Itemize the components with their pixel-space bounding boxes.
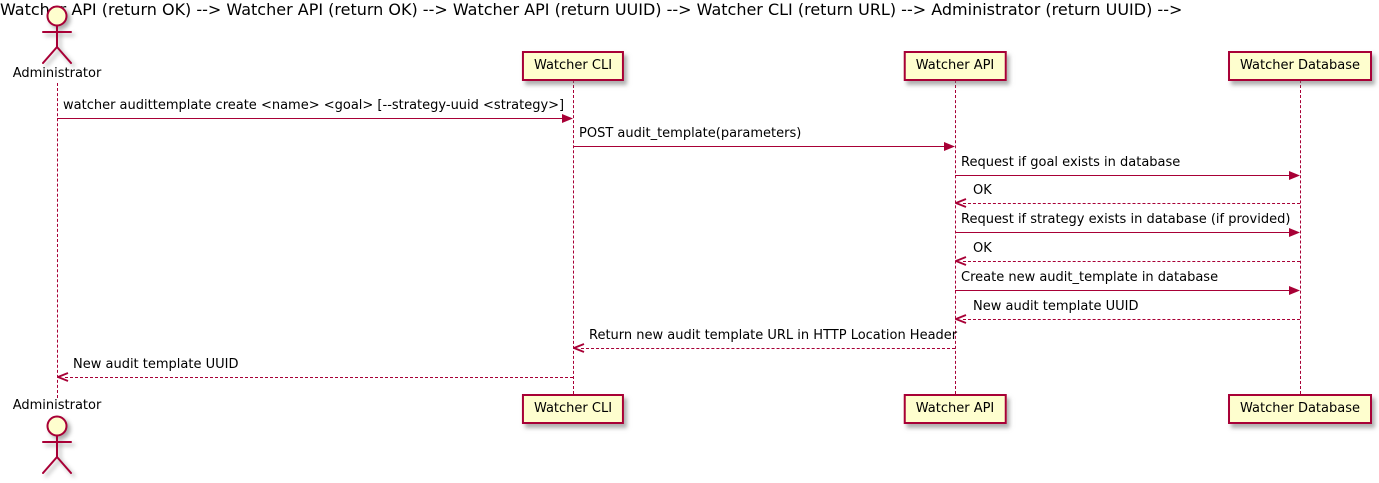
lifeline-administrator [57,83,58,398]
message-label: POST audit_template(parameters) [579,126,802,141]
arrowhead-icon [562,114,573,123]
message-line [955,232,1292,233]
participant-box-watcher-api-top: Watcher API [903,51,1007,81]
message-label: watcher audittemplate create <name> <goa… [63,98,565,113]
arrowhead-icon [1289,171,1300,180]
message-label: Request if strategy exists in database (… [961,212,1291,227]
message-line [955,175,1292,176]
message-line [955,290,1292,291]
participant-box-watcher-cli-top: Watcher CLI [521,51,625,81]
arrowhead-icon [955,256,967,266]
arrowhead-icon [1289,228,1300,237]
arrowhead-icon [573,343,585,353]
message-label: OK [973,183,992,198]
participant-box-watcher-cli-bottom: Watcher CLI [521,394,625,424]
participant-box-watcher-database-bottom: Watcher Database [1228,394,1372,424]
message-line [963,261,1300,262]
actor-label-administrator-bottom: Administrator [12,398,102,413]
message-line [963,319,1300,320]
message-line [57,118,565,119]
message-line [573,146,947,147]
arrowhead-icon [955,314,967,324]
lifeline-watcher-database [1300,80,1301,394]
actor-label-administrator-top: Administrator [12,66,102,81]
message-label: OK [973,241,992,256]
message-label: Create new audit_template in database [961,270,1219,285]
arrowhead-icon [57,372,69,382]
message-label: Request if goal exists in database [961,155,1181,170]
message-line [65,377,573,378]
actor-icon [42,5,72,64]
lifeline-watcher-api [955,80,956,394]
message-label: New audit template UUID [973,299,1139,314]
arrowhead-icon [955,198,967,208]
message-label: New audit template UUID [73,357,239,372]
lifeline-watcher-cli [573,80,574,394]
participant-box-watcher-database-top: Watcher Database [1228,51,1372,81]
message-line [581,348,955,349]
actor-icon [42,415,72,474]
arrowhead-icon [1289,286,1300,295]
message-label: Return new audit template URL in HTTP Lo… [589,328,958,343]
participant-box-watcher-api-bottom: Watcher API [903,394,1007,424]
arrowhead-icon [944,142,955,151]
message-line [963,203,1300,204]
